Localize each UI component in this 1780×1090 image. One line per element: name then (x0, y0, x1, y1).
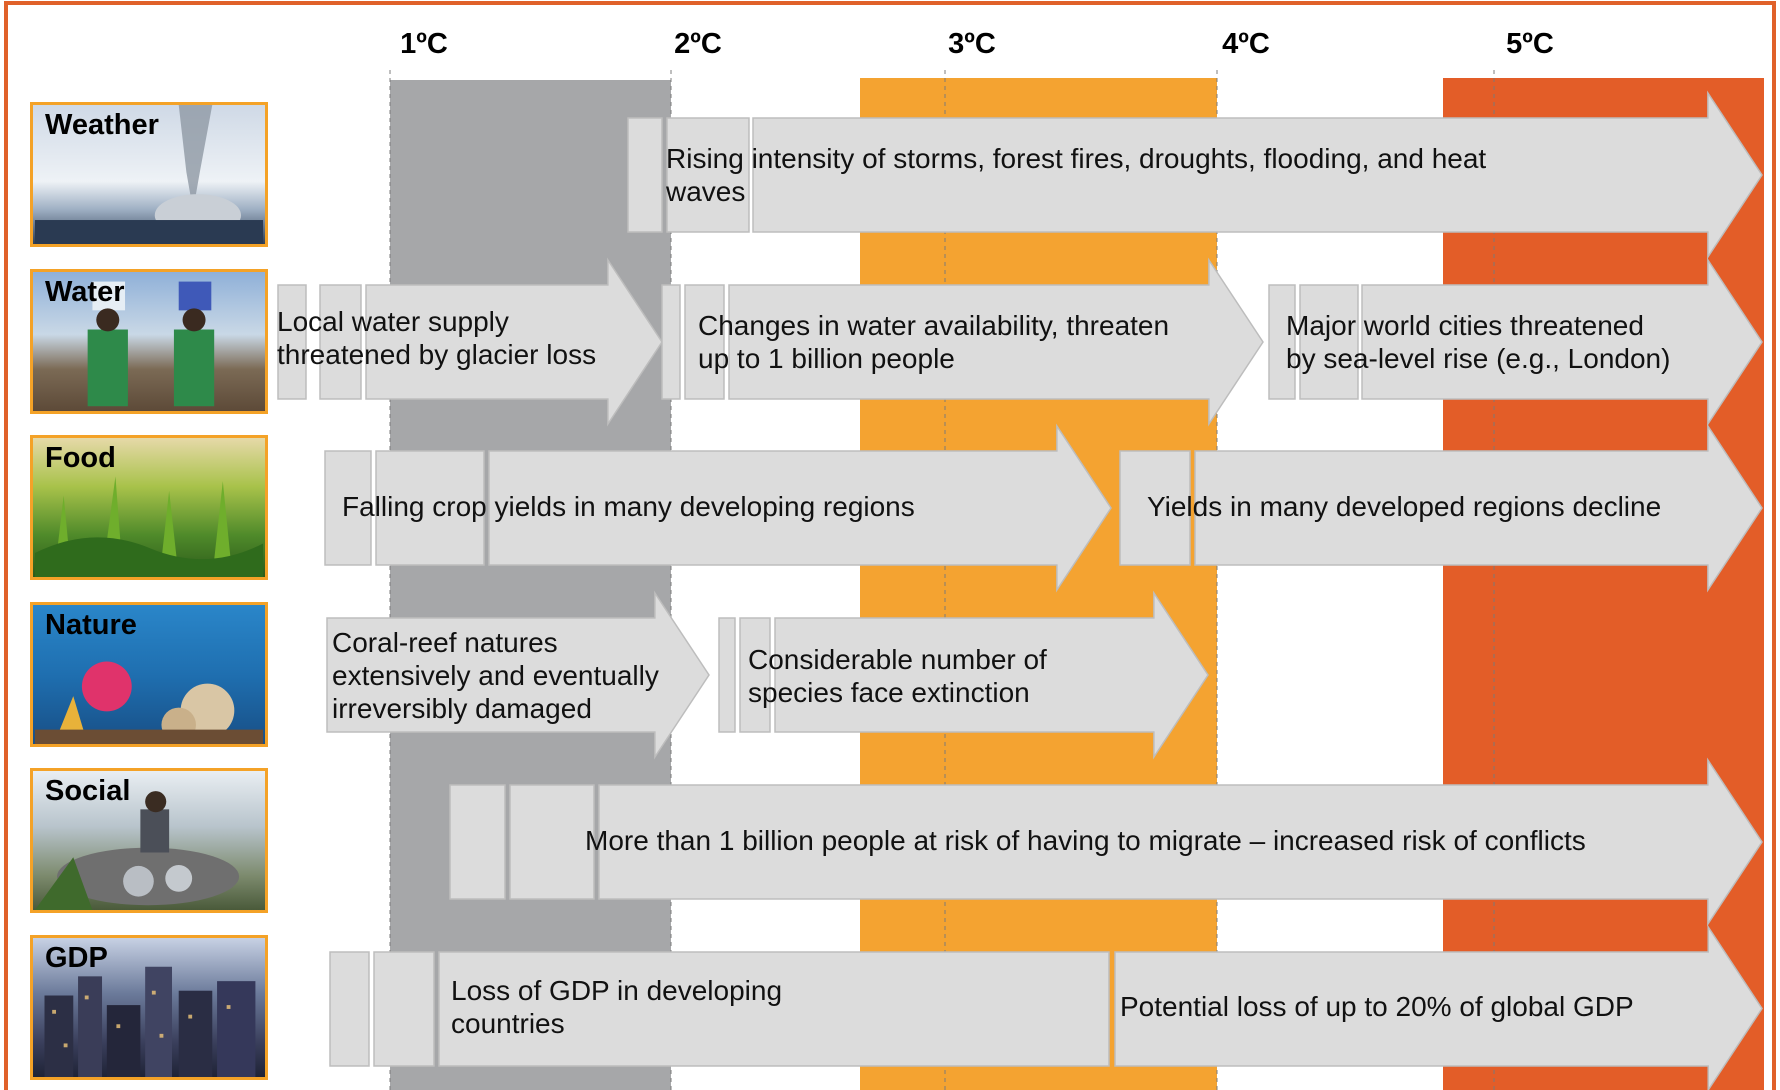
category-label-food: Food (45, 442, 116, 474)
food-arrow-developing (488, 423, 1112, 593)
impact-food-developed: Yields in many developed regions decline (1147, 490, 1661, 523)
band-1-to-2c (390, 80, 671, 1090)
tornado-photo-icon (34, 105, 264, 244)
nature-arrow-species (774, 590, 1209, 760)
gdp-arrow-global (1114, 924, 1763, 1090)
water-notch-5 (1268, 284, 1296, 400)
category-label-nature: Nature (45, 609, 137, 641)
impact-gdp-developing: Loss of GDP in developing countries (451, 974, 782, 1040)
impact-water-sea-level: Major world cities threatened by sea-lev… (1286, 309, 1670, 375)
category-card-social: Social (30, 768, 268, 913)
nature-arrow-coral (326, 590, 710, 760)
category-label-weather: Weather (45, 109, 159, 141)
impact-line: up to 1 billion people (698, 343, 955, 374)
weather-notch-1 (627, 117, 663, 233)
impact-line: Yields in many developed regions decline (1147, 491, 1662, 522)
social-notch-1 (449, 784, 506, 900)
impact-line: Coral-reef natures (332, 627, 558, 658)
impact-line: Considerable number of (748, 644, 1047, 675)
food-notch-2 (375, 450, 485, 566)
water-arrow-glacier (365, 257, 663, 427)
water-arrow-availability (728, 257, 1264, 427)
water-notch-2 (319, 284, 362, 400)
gdp-box-developing (438, 951, 1110, 1067)
temperature-tick-2c: 2ºC (674, 28, 722, 60)
impact-line: Loss of GDP in developing (451, 975, 783, 1006)
food-arrow-developed (1194, 423, 1763, 593)
temperature-tick-4c: 4ºC (1222, 28, 1270, 60)
social-arrow-migration (598, 757, 1763, 927)
impact-line: Rising intensity of storms, forest fires… (666, 143, 1487, 174)
impact-line: extensively and eventually (332, 660, 659, 691)
impact-line: Changes in water availability, threaten (698, 310, 1170, 341)
city-skyline-photo-icon (44, 966, 256, 1077)
category-card-weather: Weather (30, 102, 268, 247)
impact-line: Local water supply (277, 306, 509, 337)
band-3-to-4c (860, 78, 1217, 1090)
impact-food-developing: Falling crop yields in many developing r… (342, 490, 915, 523)
coral-reef-photo-icon (34, 661, 264, 744)
impact-line: by sea-level rise (e.g., London) (1286, 343, 1671, 374)
water-notch-1 (277, 284, 307, 400)
impact-nature-coral: Coral-reef natures extensively and event… (332, 626, 659, 725)
impact-line: countries (451, 1008, 565, 1039)
water-notch-3 (661, 284, 681, 400)
weather-notch-2 (666, 117, 750, 233)
gdp-notch-2 (373, 951, 435, 1067)
gdp-notch-1 (329, 951, 370, 1067)
nature-notch-2 (739, 617, 771, 733)
impact-line: irreversibly damaged (332, 693, 592, 724)
impact-line: species face extinction (748, 677, 1030, 708)
weather-arrow (752, 90, 1763, 260)
social-notch-2 (509, 784, 595, 900)
category-card-food: Food (30, 435, 268, 580)
water-notch-4 (684, 284, 725, 400)
impact-gdp-global: Potential loss of up to 20% of global GD… (1120, 990, 1634, 1023)
water-carriers-photo-icon (87, 281, 215, 407)
water-arrow-sea-level (1361, 257, 1763, 427)
impact-social-migration: More than 1 billion people at risk of ha… (585, 824, 1586, 857)
temperature-tick-5c: 5ºC (1506, 28, 1554, 60)
impact-line: threatened by glacier loss (277, 339, 597, 370)
outer-frame (4, 1, 1776, 1090)
impact-line: Falling crop yields in many developing r… (342, 491, 915, 522)
impact-line: waves (666, 176, 746, 207)
crop-field-photo-icon (34, 476, 264, 577)
impact-line: Major world cities threatened (1286, 310, 1644, 341)
food-notch-1 (324, 450, 372, 566)
category-label-social: Social (45, 775, 131, 807)
category-card-gdp: GDP (30, 935, 268, 1080)
impact-weather-storms: Rising intensity of storms, forest fires… (666, 142, 1486, 208)
water-notch-6 (1299, 284, 1359, 400)
nature-notch-1 (718, 617, 736, 733)
category-card-water: Water (30, 269, 268, 414)
temperature-tick-3c: 3ºC (948, 28, 996, 60)
impact-water-glacier: Local water supply threatened by glacier… (277, 305, 596, 371)
category-label-gdp: GDP (45, 942, 108, 974)
impact-water-availability: Changes in water availability, threaten … (698, 309, 1169, 375)
category-label-water: Water (45, 276, 125, 308)
temperature-tick-1c: 1ºC (400, 28, 448, 60)
category-card-nature: Nature (30, 602, 268, 747)
impact-line: More than 1 billion people at risk of ha… (585, 825, 1586, 856)
migrants-photo-icon (34, 791, 240, 910)
impact-nature-species: Considerable number of species face exti… (748, 643, 1047, 709)
impact-line: Potential loss of up to 20% of global GD… (1120, 991, 1634, 1022)
food-notch-3 (1119, 450, 1191, 566)
